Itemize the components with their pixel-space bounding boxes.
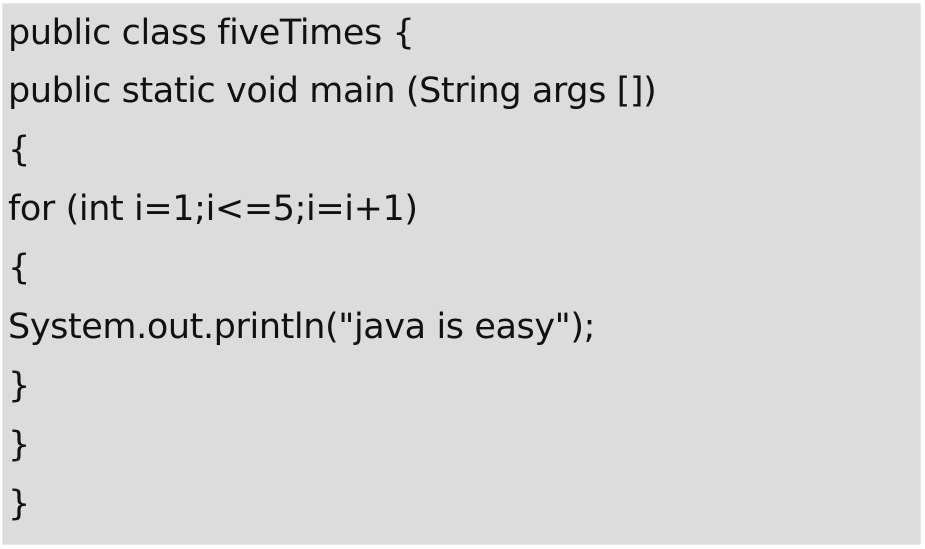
code-line-9: } <box>8 484 30 524</box>
code-line-7: } <box>8 366 30 406</box>
code-line-3: { <box>8 130 30 170</box>
code-line-5: { <box>8 248 30 288</box>
code-line-1: public class fiveTimes { <box>8 13 415 53</box>
code-line-8: } <box>8 425 30 465</box>
code-line-2: public static void main (String args []) <box>8 71 657 111</box>
code-line-4: for (int i=1;i<=5;i=i+1) <box>8 189 418 229</box>
code-block: public class fiveTimes { public static v… <box>2 3 921 545</box>
code-line-6: System.out.println("java is easy"); <box>8 307 595 347</box>
